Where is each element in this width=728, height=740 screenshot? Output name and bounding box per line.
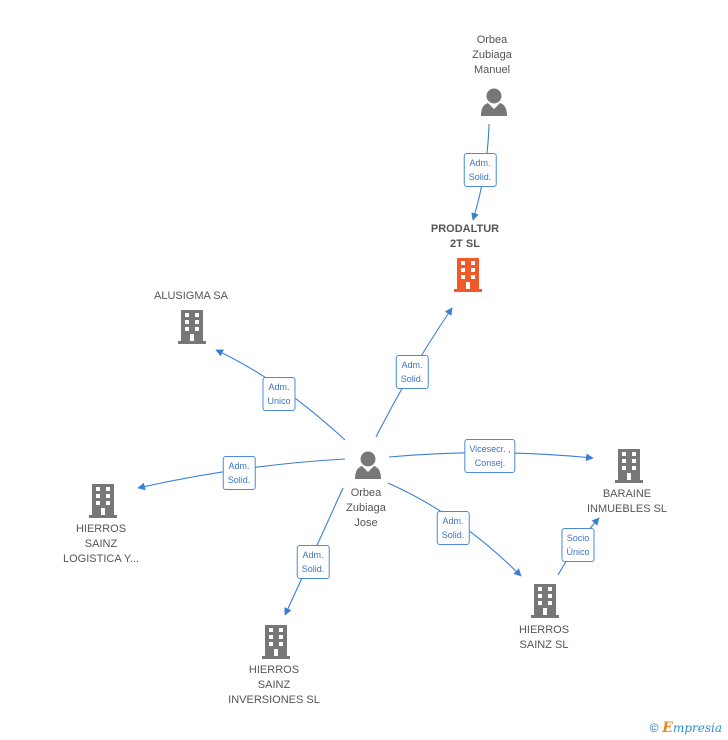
node-label-line: SAINZ <box>84 538 118 550</box>
role-line: Solid. <box>468 172 492 182</box>
node-label-line: HIERROS <box>248 664 300 676</box>
edge-role-label[interactable]: Adm. Solid. <box>463 153 497 187</box>
role-line: Solid. <box>441 530 465 540</box>
role-line: Vicesecr. , <box>469 444 511 454</box>
node-label-baraine[interactable]: BARAINE INMUEBLES SL <box>587 487 667 517</box>
brand-name: mpresia <box>672 721 722 735</box>
edge-role-label[interactable]: Adm. Solid. <box>395 355 429 389</box>
brand-initial: E <box>662 720 673 736</box>
node-label-line: HIERROS <box>75 523 127 535</box>
edge-role-label[interactable]: Adm. Solid. <box>296 545 330 579</box>
role-line: Socio <box>566 533 590 543</box>
node-label-alusigma[interactable]: ALUSIGMA SA <box>154 289 228 304</box>
edge-role-label[interactable]: Adm. Solid. <box>222 456 256 490</box>
role-line: Solid. <box>227 475 251 485</box>
role-line: Adm. <box>401 360 423 370</box>
role-line: Consej. <box>474 458 506 468</box>
node-label-line: SAINZ SL <box>519 639 569 651</box>
edge-role-label[interactable]: Adm. Solid. <box>436 511 470 545</box>
node-label-line: Orbea <box>476 34 508 46</box>
building-icon[interactable] <box>89 484 117 518</box>
node-label-orbea-jose[interactable]: Orbea Zubiaga Jose <box>346 486 386 531</box>
node-label-line: Jose <box>354 517 378 529</box>
person-icon[interactable] <box>481 88 507 117</box>
node-label-line: INVERSIONES SL <box>228 694 320 706</box>
role-line: Solid. <box>400 374 424 384</box>
node-label-line: Zubiaga <box>346 502 386 514</box>
role-line: Adm. <box>302 550 324 560</box>
node-label-line: ALUSIGMA SA <box>154 290 228 302</box>
node-label-hierros-sainz[interactable]: HIERROS SAINZ SL <box>519 623 569 653</box>
node-label-line: 2T SL <box>450 238 480 250</box>
node-label-line: INMUEBLES SL <box>586 503 668 515</box>
person-icon[interactable] <box>355 451 381 480</box>
role-line: Adm. <box>228 461 250 471</box>
node-label-line: Zubiaga <box>472 49 512 61</box>
edge-role-label[interactable]: Vicesecr. , Consej. <box>464 439 516 473</box>
building-icon[interactable] <box>454 258 482 292</box>
edge-role-label[interactable]: Adm. Unico <box>262 377 296 411</box>
copyright-icon: © <box>649 721 659 735</box>
role-line: Único <box>566 547 590 557</box>
edge-role-label[interactable]: Socio Único <box>561 528 595 562</box>
role-line: Adm. <box>469 158 491 168</box>
node-label-prodaltur[interactable]: PRODALTUR 2T SL <box>431 222 499 252</box>
node-label-hierros-inversiones[interactable]: HIERROS SAINZ INVERSIONES SL <box>228 663 320 708</box>
node-label-line: PRODALTUR <box>430 223 500 235</box>
building-icon[interactable] <box>531 584 559 618</box>
node-label-line: LOGISTICA Y... <box>62 553 140 565</box>
building-icon[interactable] <box>178 310 206 344</box>
role-line: Adm. <box>442 516 464 526</box>
role-line: Adm. <box>268 382 290 392</box>
node-label-line: Orbea <box>350 487 382 499</box>
node-label-line: Manuel <box>473 64 511 76</box>
copyright-notice: © Empresia <box>650 720 722 736</box>
node-label-line: HIERROS <box>518 624 570 636</box>
role-line: Solid. <box>301 564 325 574</box>
node-label-line: BARAINE <box>602 488 652 500</box>
building-icon[interactable] <box>615 449 643 483</box>
node-label-orbea-manuel[interactable]: Orbea Zubiaga Manuel <box>472 33 512 78</box>
node-label-hierros-logistica[interactable]: HIERROS SAINZ LOGISTICA Y... <box>63 522 139 567</box>
node-label-line: SAINZ <box>257 679 291 691</box>
role-line: Unico <box>267 396 291 406</box>
building-icon[interactable] <box>262 625 290 659</box>
